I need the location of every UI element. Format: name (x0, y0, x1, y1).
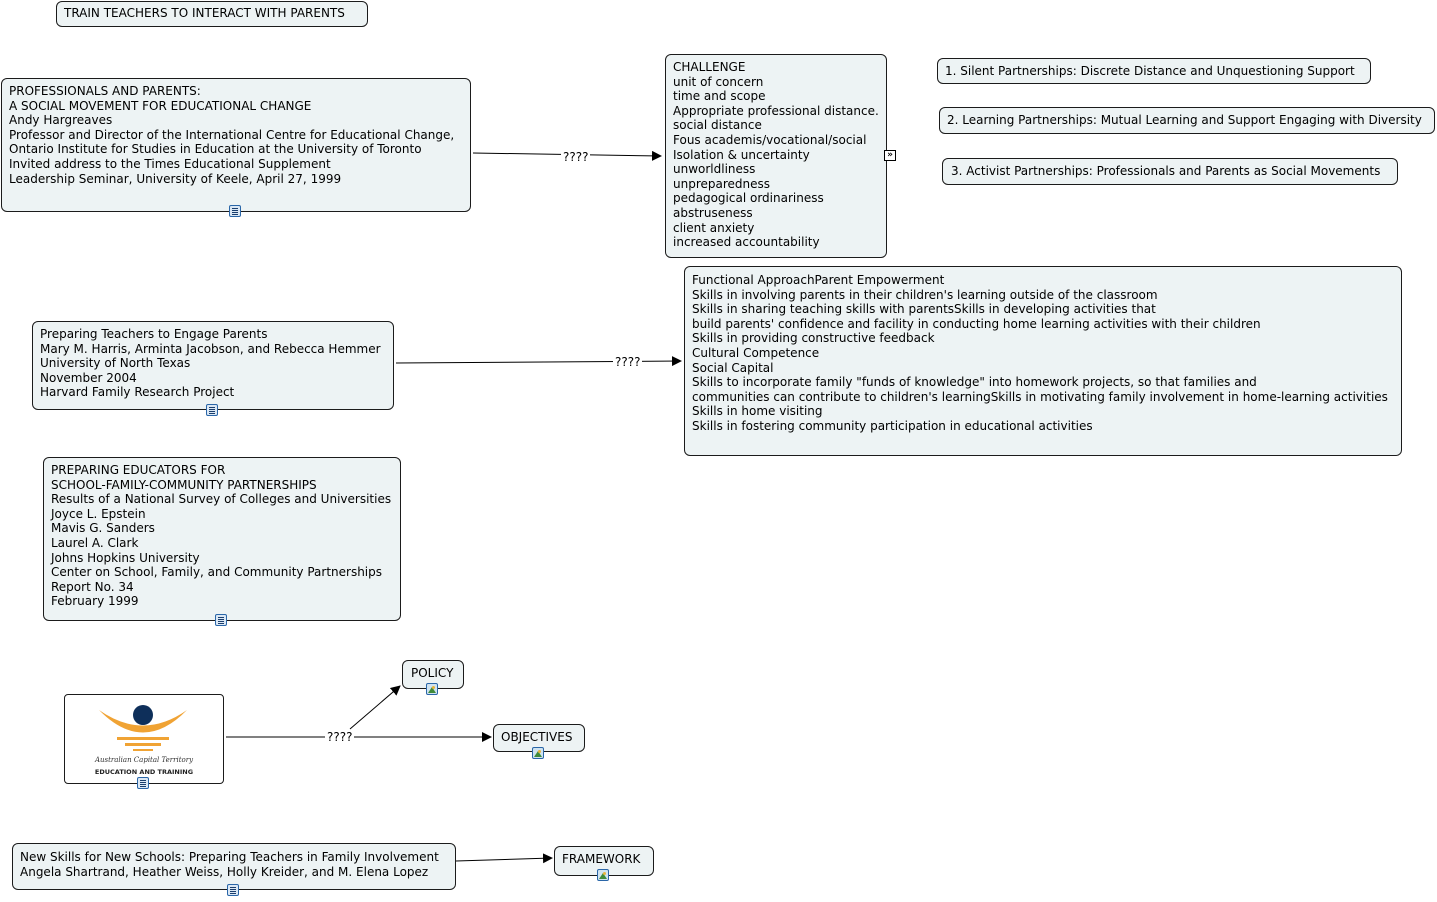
challenge-line: unit of concern (673, 74, 764, 89)
skills-line: Functional ApproachParent Empowerment (692, 273, 945, 287)
logo-caption-territory: Australian Capital Territory (94, 756, 194, 764)
skills-line: build parents' confidence and facility i… (692, 316, 1261, 331)
epstein-line: February 1999 (51, 594, 139, 609)
skills-line: Skills to incorporate family "funds of k… (692, 375, 1257, 390)
image-icon[interactable] (532, 747, 544, 759)
skills-line: Skills in fostering community participat… (692, 418, 1093, 433)
document-icon[interactable] (137, 777, 149, 789)
map-title-node[interactable]: TRAIN TEACHERS TO INTERACT WITH PARENTS (56, 1, 368, 27)
hargreaves-line: PROFESSIONALS AND PARENTS: (9, 84, 201, 98)
document-icon[interactable] (227, 884, 239, 896)
challenge-line: CHALLENGE (673, 60, 746, 74)
skills-line: Cultural Competence (692, 345, 820, 360)
skills-line: communities can contribute to children's… (692, 389, 1388, 404)
hargreaves-line: Andy Hargreaves (9, 113, 113, 128)
harvard-node[interactable]: Preparing Teachers to Engage Parents Mar… (32, 321, 394, 410)
harvard-line: Preparing Teachers to Engage Parents (40, 327, 268, 341)
hargreaves-line: Invited address to the Times Educational… (9, 156, 331, 171)
link-label-logo: ???? (325, 730, 355, 744)
hargreaves-line: A SOCIAL MOVEMENT FOR EDUCATIONAL CHANGE (9, 98, 312, 113)
partnership-learning-label: 2. Learning Partnerships: Mutual Learnin… (947, 113, 1422, 127)
skills-node[interactable]: Functional ApproachParent Empowerment Sk… (684, 266, 1402, 456)
document-icon[interactable] (229, 205, 241, 217)
skills-line: Skills in sharing teaching skills with p… (692, 302, 1156, 317)
challenge-line: Fous academis/vocational/social (673, 132, 867, 147)
new-skills-line: New Skills for New Schools: Preparing Te… (20, 850, 439, 864)
harvard-line: November 2004 (40, 370, 137, 385)
link-label-harvard: ???? (613, 355, 643, 369)
link-newskills-framework (455, 853, 553, 864)
epstein-line: Johns Hopkins University (51, 550, 200, 565)
partnership-activist-label: 3. Activist Partnerships: Professionals … (951, 164, 1381, 178)
expand-icon[interactable]: » (884, 150, 896, 161)
skills-line: Skills in home visiting (692, 404, 823, 419)
logo-caption-education: EDUCATION AND TRAINING (94, 768, 194, 776)
hargreaves-line: Leadership Seminar, University of Keele,… (9, 171, 342, 186)
harvard-line: University of North Texas (40, 356, 191, 371)
objectives-label: OBJECTIVES (501, 730, 573, 744)
challenge-line: social distance (673, 118, 762, 133)
partnership-silent-node[interactable]: 1. Silent Partnerships: Discrete Distanc… (937, 58, 1371, 84)
epstein-line: Report No. 34 (51, 579, 134, 594)
policy-label: POLICY (411, 666, 454, 680)
image-icon[interactable] (426, 683, 438, 695)
challenge-line: Isolation & uncertainty (673, 147, 810, 162)
challenge-line: Appropriate professional distance. (673, 103, 879, 118)
map-title: TRAIN TEACHERS TO INTERACT WITH PARENTS (64, 6, 345, 20)
challenge-line: time and scope (673, 89, 766, 104)
challenge-node[interactable]: CHALLENGE unit of concern time and scope… (665, 54, 887, 258)
skills-line: Skills in involving parents in their chi… (692, 287, 1158, 302)
new-skills-line: Angela Shartrand, Heather Weiss, Holly K… (20, 864, 429, 879)
epstein-line: Mavis G. Sanders (51, 521, 155, 536)
harvard-line: Harvard Family Research Project (40, 385, 235, 400)
challenge-line: client anxiety (673, 220, 755, 235)
new-skills-node[interactable]: New Skills for New Schools: Preparing Te… (12, 843, 456, 890)
challenge-line: increased accountability (673, 235, 820, 250)
challenge-line: unworldliness (673, 162, 756, 177)
harvard-line: Mary M. Harris, Arminta Jacobson, and Re… (40, 341, 381, 356)
epstein-line: Center on School, Family, and Community … (51, 565, 383, 580)
partnership-silent-label: 1. Silent Partnerships: Discrete Distanc… (945, 64, 1355, 78)
hargreaves-node[interactable]: PROFESSIONALS AND PARENTS: A SOCIAL MOVE… (1, 78, 471, 212)
document-icon[interactable] (215, 614, 227, 626)
act-education-logo-node[interactable]: Australian Capital Territory EDUCATION A… (64, 694, 224, 784)
hargreaves-line: Professor and Director of the Internatio… (9, 127, 455, 142)
act-education-logo (99, 705, 187, 751)
image-icon[interactable] (597, 869, 609, 881)
link-label-hargreaves: ???? (561, 150, 591, 164)
framework-label: FRAMEWORK (562, 852, 641, 866)
partnership-learning-node[interactable]: 2. Learning Partnerships: Mutual Learnin… (939, 107, 1435, 134)
epstein-line: PREPARING EDUCATORS FOR (51, 463, 226, 477)
skills-line: Social Capital (692, 360, 774, 375)
document-icon[interactable] (206, 404, 218, 416)
epstein-line: Joyce L. Epstein (51, 506, 146, 521)
challenge-line: abstruseness (673, 205, 753, 220)
skills-line: Skills in providing constructive feedbac… (692, 331, 935, 346)
partnership-activist-node[interactable]: 3. Activist Partnerships: Professionals … (942, 158, 1398, 185)
epstein-line: Laurel A. Clark (51, 535, 139, 550)
epstein-node[interactable]: PREPARING EDUCATORS FOR SCHOOL-FAMILY-CO… (43, 457, 401, 621)
hargreaves-line: Ontario Institute for Studies in Educati… (9, 142, 422, 157)
epstein-line: Results of a National Survey of Colleges… (51, 492, 392, 507)
objectives-node[interactable]: OBJECTIVES (493, 724, 585, 752)
challenge-line: unpreparedness (673, 176, 771, 191)
epstein-line: SCHOOL-FAMILY-COMMUNITY PARTNERSHIPS (51, 477, 317, 492)
link-hub-policy (349, 685, 401, 730)
challenge-line: pedagogical ordinariness (673, 191, 824, 206)
